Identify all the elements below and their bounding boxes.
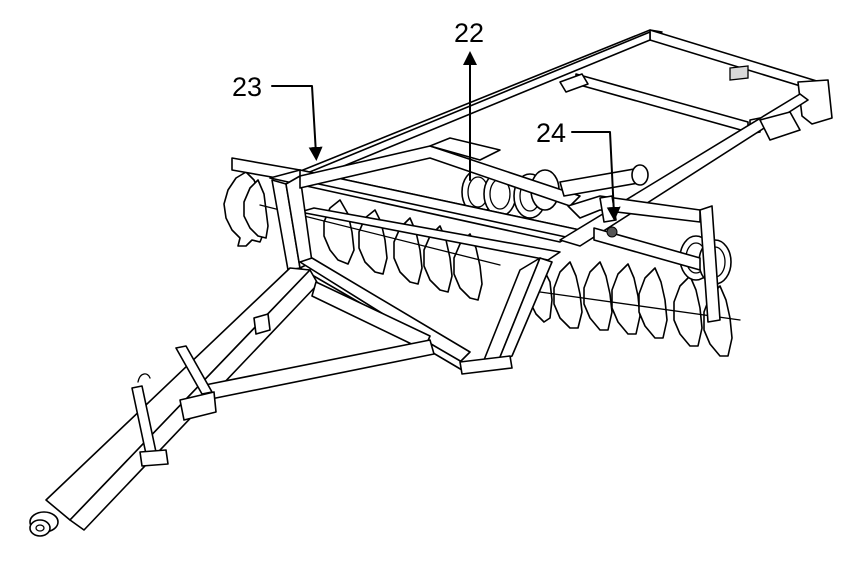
rear-disc-gang [527, 261, 741, 357]
callout-label-23: 23 [232, 72, 262, 102]
front-disc-gang [223, 171, 501, 301]
leader-24 [571, 131, 621, 221]
callout-label-24: 24 [536, 118, 566, 148]
hitch-tongue [29, 267, 435, 537]
leader-23 [271, 85, 323, 161]
callout-leaders [271, 51, 621, 221]
callout-label-22: 22 [454, 18, 484, 48]
